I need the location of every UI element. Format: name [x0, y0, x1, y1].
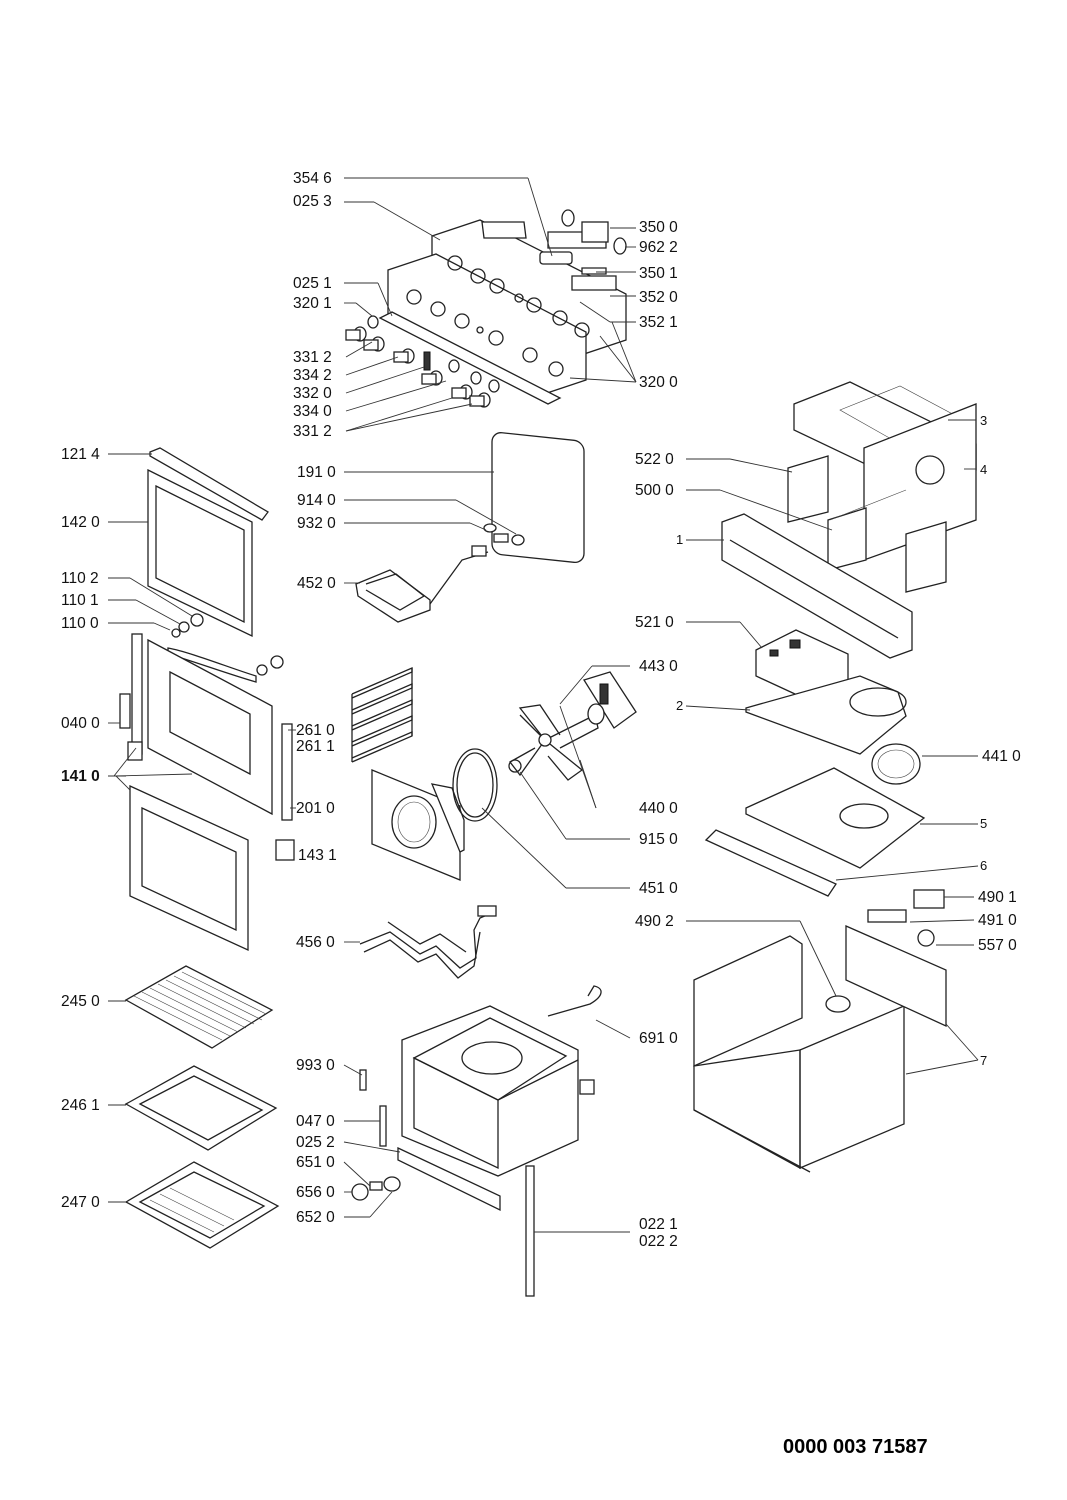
callout-025-1: 025 1 [293, 275, 332, 292]
callout-522-0: 522 0 [635, 451, 674, 468]
callout-491-0: 491 0 [978, 912, 1017, 929]
callout-557-0: 557 0 [978, 937, 1017, 954]
fan-heating-element [452, 748, 498, 822]
callout-142-0: 142 0 [61, 514, 100, 531]
callout-025-2: 025 2 [296, 1134, 335, 1151]
callout-110-1: 110 1 [61, 592, 99, 609]
callout-962-2: 962 2 [639, 239, 678, 256]
callout-352-1: 352 1 [639, 314, 678, 331]
callout-143-1: 143 1 [298, 847, 337, 864]
callout-245-0: 245 0 [61, 993, 100, 1010]
oven-seal [491, 432, 585, 564]
callout-332-0: 332 0 [293, 385, 332, 402]
callout-110-0: 110 0 [61, 615, 99, 632]
panel-5 [745, 767, 926, 869]
fan-blade [508, 704, 599, 781]
callout-022-2: 022 2 [639, 1233, 678, 1250]
leader-lines [108, 177, 979, 1233]
deflector-2 [745, 675, 907, 755]
callout-691-0: 691 0 [639, 1030, 678, 1047]
callout-451-0: 451 0 [639, 880, 678, 897]
callout-3: 3 [980, 413, 988, 428]
callout-652-0: 652 0 [296, 1209, 335, 1226]
callout-320-1: 320 1 [293, 295, 332, 312]
callout-247-0: 247 0 [61, 1194, 100, 1211]
deep-tray [124, 1065, 278, 1151]
callout-025-3: 025 3 [293, 193, 332, 210]
callout-261-0: 261 0 [296, 722, 335, 739]
top-electronics [787, 381, 977, 593]
callout-047-0: 047 0 [296, 1113, 335, 1130]
callout-141-0: 141 0 [61, 768, 100, 785]
callout-191-0: 191 0 [297, 464, 336, 481]
callout-320-0: 320 0 [639, 374, 678, 391]
callout-2: 2 [676, 698, 684, 713]
control-panel-assembly [378, 209, 627, 405]
oven-cavity [397, 1005, 595, 1212]
callout-334-2: 334 2 [293, 367, 332, 384]
door-gasket-frame [129, 784, 249, 952]
callout-440-0: 440 0 [639, 800, 678, 817]
callout-7: 7 [980, 1053, 988, 1068]
callout-443-0: 443 0 [639, 658, 678, 675]
callout-201-0: 201 0 [296, 800, 335, 817]
callout-354-6: 354 6 [293, 170, 332, 187]
callout-441-0: 441 0 [982, 748, 1021, 765]
callout-521-0: 521 0 [635, 614, 674, 631]
fan-motor [583, 671, 637, 729]
callout-490-2: 490 2 [635, 913, 674, 930]
shelf-runners [351, 667, 413, 763]
wire-rack [124, 965, 274, 1049]
callout-261-1: 261 1 [296, 738, 335, 755]
callout-334-0: 334 0 [293, 403, 332, 420]
bottom-heating-element [359, 905, 497, 979]
callout-993-0: 993 0 [296, 1057, 335, 1074]
callout-040-0: 040 0 [61, 715, 100, 732]
callout-656-0: 656 0 [296, 1184, 335, 1201]
callout-246-1: 246 1 [61, 1097, 100, 1114]
callout-490-1: 490 1 [978, 889, 1017, 906]
callout-350-1: 350 1 [639, 265, 678, 282]
knobs [345, 315, 500, 408]
fan-cover [371, 769, 465, 881]
callout-6: 6 [980, 858, 988, 873]
callout-4: 4 [980, 462, 988, 477]
callout-352-0: 352 0 [639, 289, 678, 306]
callout-350-0: 350 0 [639, 219, 678, 236]
callout-5: 5 [980, 816, 988, 831]
callout-500-0: 500 0 [635, 482, 674, 499]
tangential-fan [871, 743, 921, 785]
door-inner-panel [119, 633, 295, 861]
callout-1: 1 [676, 532, 684, 547]
callout-452-0: 452 0 [297, 575, 336, 592]
callout-932-0: 932 0 [297, 515, 336, 532]
document-code: 0000 003 71587 [783, 1436, 928, 1458]
callout-331-2: 331 2 [293, 349, 332, 366]
callout-121-4: 121 4 [61, 446, 100, 463]
callout-914-0: 914 0 [297, 492, 336, 509]
callout-022-1: 022 1 [639, 1216, 678, 1233]
housing-7 [693, 889, 947, 1173]
callout-651-0: 651 0 [296, 1154, 335, 1171]
callout-331-2-b: 331 2 [293, 423, 332, 440]
panel-6 [704, 829, 837, 897]
flat-tray [124, 1161, 280, 1249]
door-outer-glass [147, 468, 253, 638]
top-heating-element [355, 523, 525, 623]
door-top-trim [149, 447, 269, 521]
callout-456-0: 456 0 [296, 934, 335, 951]
top-channel-1 [721, 513, 913, 659]
callout-110-2: 110 2 [61, 570, 99, 587]
callout-915-0: 915 0 [639, 831, 678, 848]
